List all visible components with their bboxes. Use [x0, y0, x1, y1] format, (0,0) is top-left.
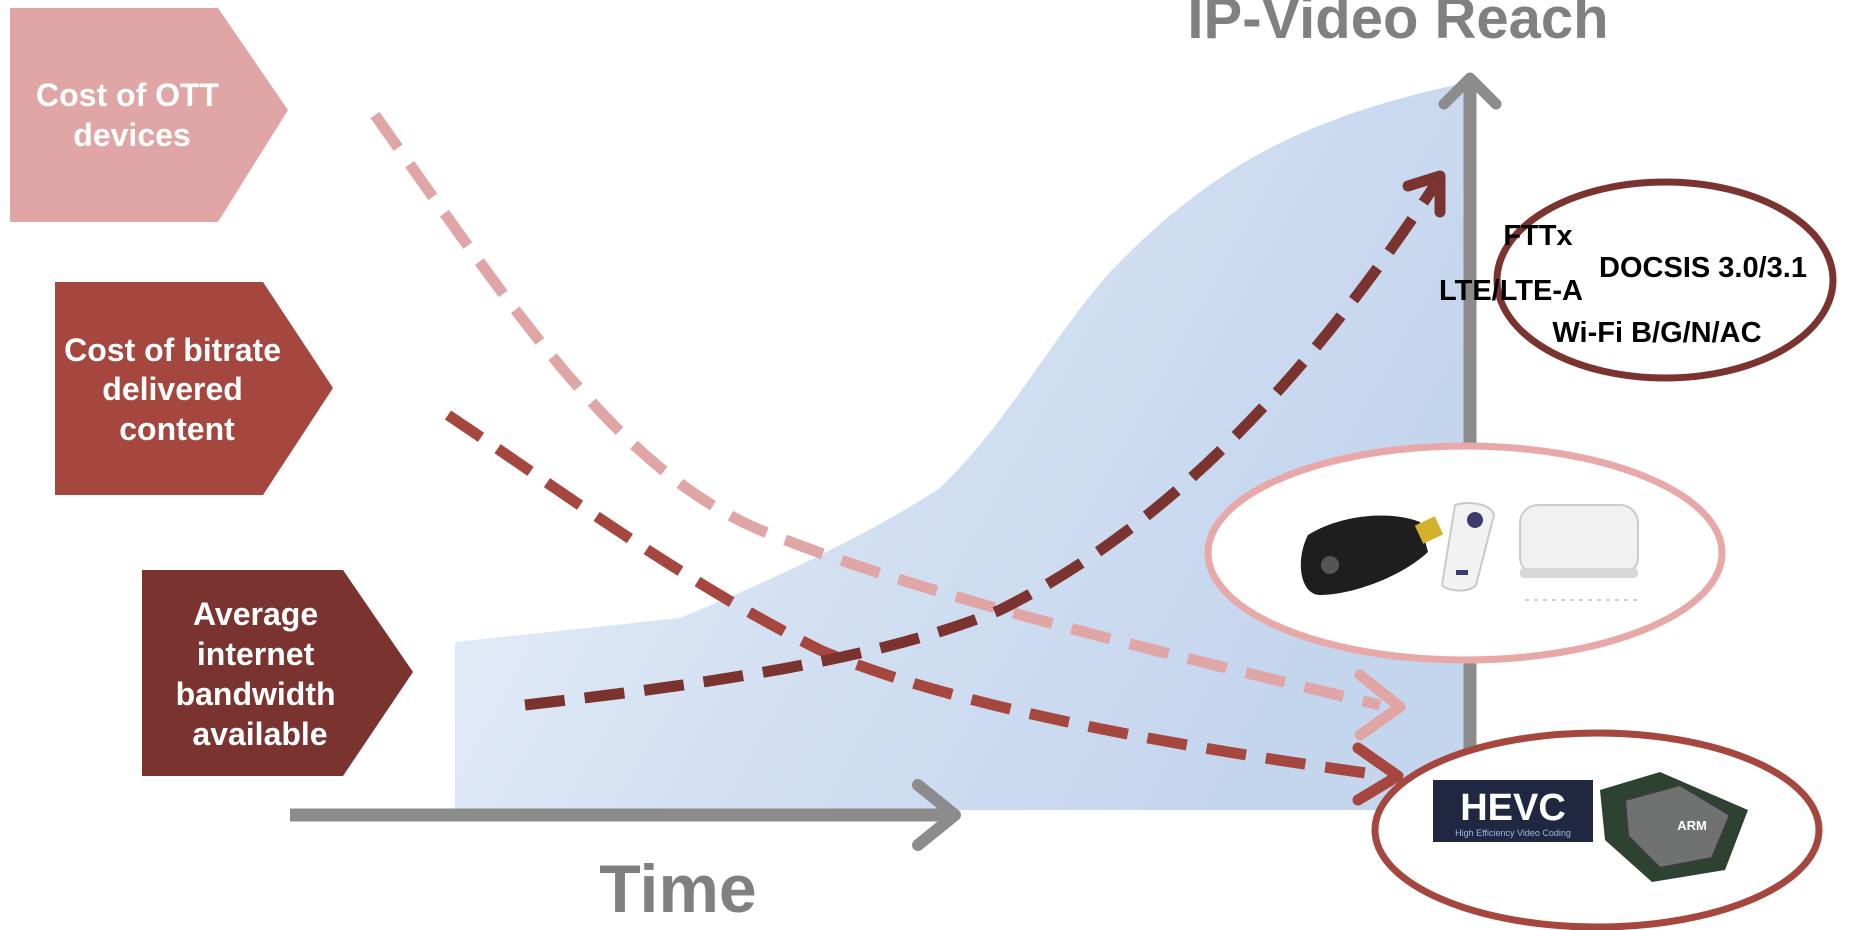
streaming-stick-icon: [1300, 515, 1444, 595]
reach-growth-area: [455, 82, 1470, 810]
ott-device-cost-curve: [370, 111, 1406, 741]
hevc-logo-text: HEVC: [1460, 787, 1566, 829]
network-technologies-group: FTTx DOCSIS 3.0/3.1 LTE/LTE-A Wi-Fi B/G/…: [1439, 178, 1837, 382]
arm-chip-icon: ARM: [1600, 772, 1748, 882]
tech-label-docsis: DOCSIS 3.0/3.1: [1599, 252, 1807, 284]
factor-tag-line: content: [119, 411, 235, 447]
factor-tag-line: Cost of bitrate: [64, 332, 281, 368]
svg-text:Cost of bitrate delivere: Cost of bitrate delivered content: [64, 332, 290, 447]
set-top-box-icon: [1519, 504, 1640, 601]
factor-tag-line: delivered: [102, 371, 243, 407]
factor-tag-ott-device-cost: Cost of OTT devices: [10, 8, 288, 222]
tech-label-fttx: FTTx: [1503, 220, 1572, 252]
remote-control-icon: [1440, 502, 1496, 592]
bitrate-cost-curve: [444, 410, 1404, 806]
hevc-logo-icon: HEVC High Efficiency Video Coding: [1433, 780, 1593, 842]
arm-chip-label: ARM: [1677, 818, 1707, 833]
factor-tag-line: Cost of OTT: [36, 77, 220, 113]
factor-tag-line: devices: [73, 117, 190, 153]
tech-label-wifi: Wi-Fi B/G/N/AC: [1552, 317, 1761, 349]
svg-text:Cost of OTT devices: Cost of OTT devices: [36, 77, 228, 153]
factor-tag-line: available: [192, 716, 327, 752]
hevc-logo-subtext: High Efficiency Video Coding: [1455, 828, 1571, 838]
bandwidth-curve: [524, 170, 1446, 711]
ott-devices-group: [1204, 442, 1726, 664]
tech-label-lte: LTE/LTE-A: [1439, 275, 1583, 307]
factor-tag-line: Average: [193, 596, 318, 632]
svg-text:Average internet b: Average internet bandwidth available: [176, 596, 345, 752]
diagram-title: IP-Video Reach: [1187, 0, 1608, 51]
factor-tag-line: internet: [197, 636, 315, 672]
time-axis: [290, 779, 961, 851]
time-axis-label: Time: [599, 851, 756, 927]
codec-hardware-group: HEVC High Efficiency Video Coding ARM: [1371, 729, 1823, 930]
factor-tag-line: bandwidth: [176, 676, 336, 712]
reach-axis: [1438, 72, 1502, 790]
factor-tag-bitrate-cost: Cost of bitrate delivered content: [55, 282, 333, 495]
factor-tag-bandwidth: Average internet bandwidth available: [142, 570, 413, 776]
